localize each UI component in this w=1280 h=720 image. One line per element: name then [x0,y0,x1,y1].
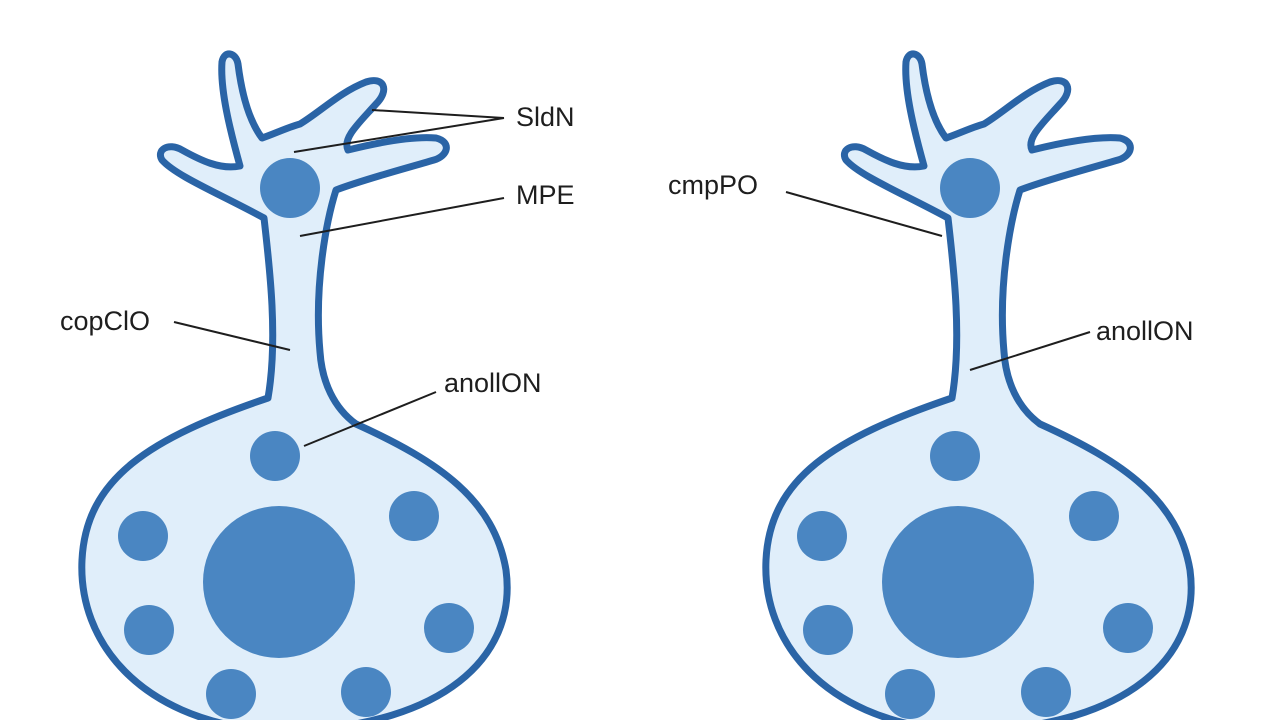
label-mpe: MPE [516,180,575,210]
left-organelle [118,511,168,561]
right-organelle [885,669,935,719]
leader-line [785,191,943,237]
label-anollon-right: anollON [1096,316,1194,346]
leader-line [173,321,291,351]
left-organelle [341,667,391,717]
left-organelle [424,603,474,653]
leader-line [293,117,505,153]
right-nucleus [882,506,1034,658]
right-organelle [1069,491,1119,541]
right-hillock-vesicle [930,431,980,481]
label-sldn: SldN [516,102,575,132]
left-organelle [389,491,439,541]
leader-line [299,197,505,237]
label-copclo: copClO [60,306,150,336]
right-organelle [803,605,853,655]
leader-line [371,109,505,119]
left-organelle [206,669,256,719]
left-cell: SldN MPE copClO anollON [60,54,575,720]
right-cell: cmpPO anollON [668,54,1194,720]
left-organelle [124,605,174,655]
label-anollon: anollON [444,368,542,398]
right-organelle [797,511,847,561]
right-organelle [1103,603,1153,653]
left-hillock-vesicle [250,431,300,481]
left-nucleus [203,506,355,658]
leader-line [969,331,1091,371]
right-dendrite-vesicle [940,158,1000,218]
left-dendrite-vesicle [260,158,320,218]
leader-line [303,391,437,447]
label-cmppo: cmpPO [668,170,758,200]
right-organelle [1021,667,1071,717]
